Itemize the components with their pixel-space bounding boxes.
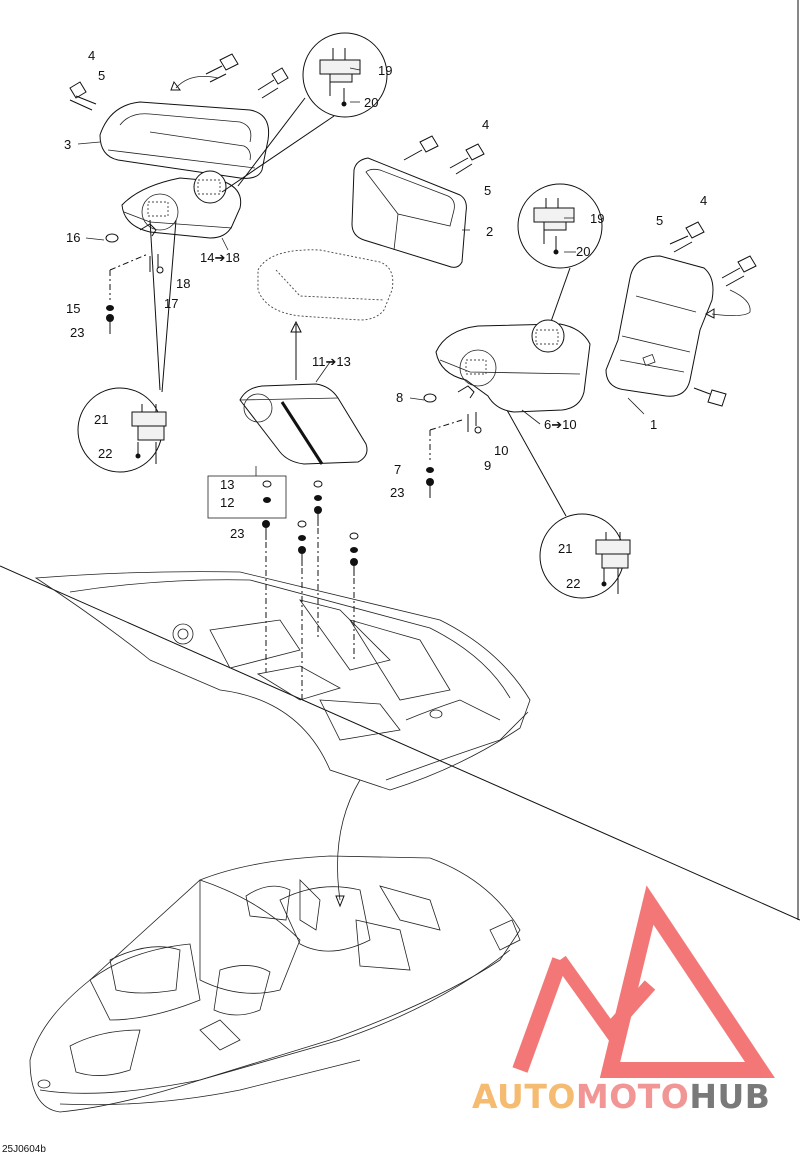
detail-circle-19-20-top — [221, 32, 388, 193]
svg-text:AUTOMOTOHUB: AUTOMOTOHUB — [472, 1077, 770, 1116]
callout-17: 17 — [164, 296, 178, 311]
callout-5: 5 — [484, 183, 491, 198]
callout-19: 19 — [590, 211, 604, 226]
detail-circle-19-20-right — [517, 183, 603, 331]
watermark-part-hub: HUB — [689, 1077, 770, 1116]
callout-18: 18 — [176, 276, 190, 291]
callout-22: 22 — [566, 576, 580, 591]
callout-2: 2 — [486, 224, 493, 239]
callout-21: 21 — [94, 412, 108, 427]
callout-labels: 4 5 3 19 20 4 5 2 19 20 5 4 16 14➔18 18 … — [64, 48, 707, 591]
boat-deck-closeup — [34, 571, 531, 791]
callout-8: 8 — [396, 390, 403, 405]
leader-lines — [77, 67, 645, 425]
callout-9: 9 — [484, 458, 491, 473]
detail-circle-21-22-left — [77, 219, 177, 473]
callout-11-13: 11➔13 — [312, 354, 351, 369]
callout-22: 22 — [98, 446, 112, 461]
callout-20: 20 — [364, 95, 378, 110]
callout-7: 7 — [394, 462, 401, 477]
callout-16: 16 — [66, 230, 80, 245]
watermark-part-auto: AUTO — [472, 1077, 576, 1116]
callout-5: 5 — [98, 68, 105, 83]
figure-code: 25J0604b — [2, 1144, 46, 1155]
callout-4: 4 — [700, 193, 707, 208]
callout-23: 23 — [230, 526, 244, 541]
callout-4: 4 — [482, 117, 489, 132]
seat-cushion-part-6 — [435, 319, 591, 413]
cushion-part-11 — [239, 383, 368, 465]
backrest-part-2 — [351, 157, 467, 268]
callout-20: 20 — [576, 244, 590, 259]
callout-13: 13 — [220, 477, 234, 492]
seat-back-part-3 — [99, 75, 270, 179]
watermark-text: AUTOMOTOHUB — [472, 1077, 770, 1116]
callout-14-18: 14➔18 — [200, 250, 240, 265]
seat-part-1 — [605, 255, 751, 397]
callout-15: 15 — [66, 301, 80, 316]
watermark-logo — [512, 885, 775, 1078]
callout-5: 5 — [656, 213, 663, 228]
callout-12: 12 — [220, 495, 234, 510]
leader-deck-to-boat — [335, 779, 361, 908]
callout-3: 3 — [64, 137, 71, 152]
fasteners — [69, 53, 757, 700]
boat-full-view — [29, 855, 521, 1113]
seat-cushion-part-14 — [121, 170, 242, 239]
cushion-outline-dotted — [257, 249, 394, 380]
callout-4: 4 — [88, 48, 95, 63]
callout-10: 10 — [494, 443, 508, 458]
callout-23: 23 — [70, 325, 84, 340]
callout-6-10: 6➔10 — [544, 417, 577, 432]
watermark-part-moto: MOTO — [576, 1077, 689, 1116]
callout-1: 1 — [650, 417, 657, 432]
callout-23: 23 — [390, 485, 404, 500]
panel-divider — [0, 0, 800, 921]
callout-21: 21 — [558, 541, 572, 556]
callout-19: 19 — [378, 63, 392, 78]
detail-circle-21-22-right — [487, 375, 631, 599]
